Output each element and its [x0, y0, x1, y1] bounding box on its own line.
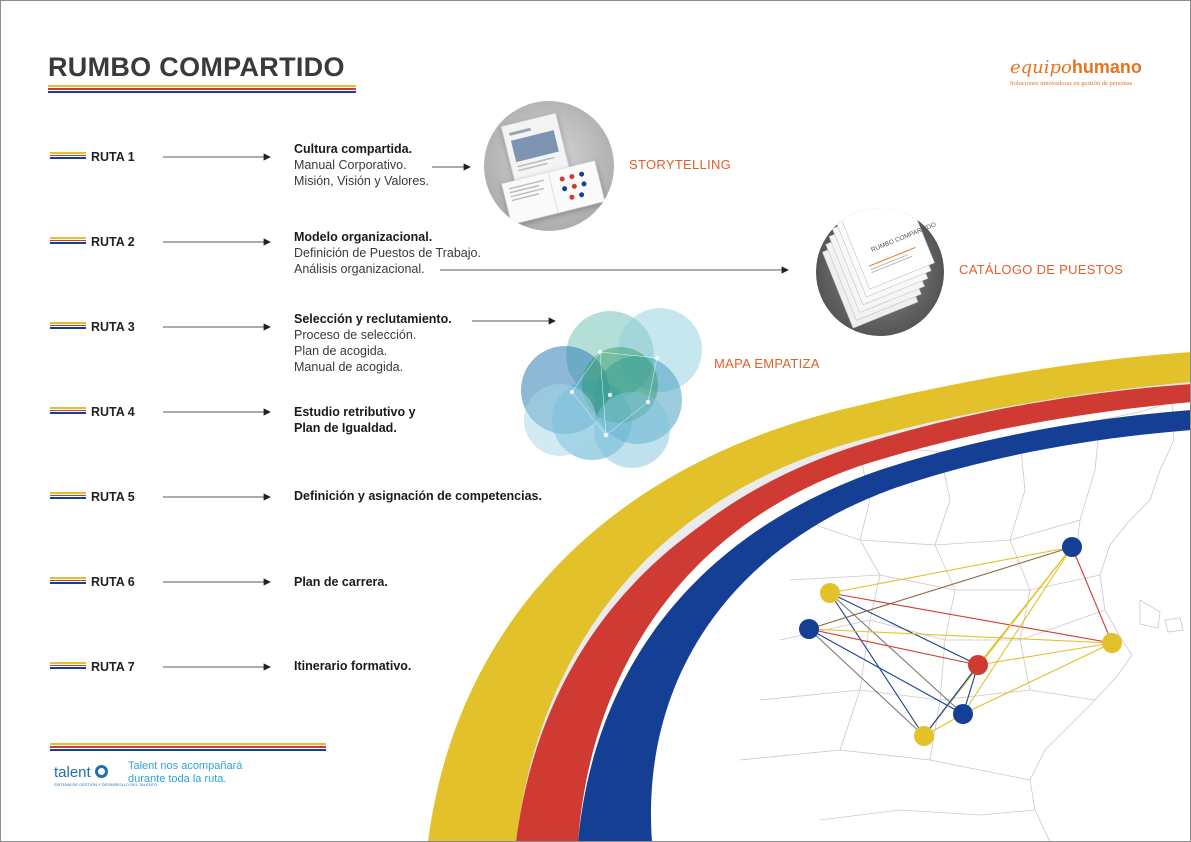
route-description-line: Cultura compartida.	[294, 142, 413, 156]
route-description-line: Selección y reclutamiento.	[294, 312, 452, 326]
mapa-empatiza-label: MAPA EMPATIZA	[714, 356, 820, 371]
equipo-humano-logo: equipohumano Soluciones innovadoras en g…	[1010, 57, 1142, 87]
route-description-line: Plan de Igualdad.	[294, 421, 397, 435]
node-yellow	[1102, 633, 1122, 653]
talent-message-line1: Talent nos acompañará	[128, 760, 243, 772]
node-yellow	[914, 726, 934, 746]
route-description: Itinerario formativo.	[294, 658, 411, 674]
node-yellow	[820, 583, 840, 603]
route-description: Cultura compartida. Manual Corporativo. Mi…	[294, 141, 429, 189]
logo-word-humano: humano	[1071, 57, 1142, 77]
route-label: RUTA 2	[91, 235, 135, 249]
route-description-line: Análisis organizacional.	[294, 262, 425, 276]
route-description: Modelo organizacional. Definición de Pues…	[294, 229, 481, 277]
route-description-line: Definición y asignación de competencias.	[294, 489, 542, 503]
route-stripes-icon	[50, 662, 86, 670]
title-underline-stripes	[48, 85, 356, 94]
talent-message: Talent nos acompañará durante toda la ru…	[128, 760, 242, 786]
route-label: RUTA 1	[91, 150, 135, 164]
rainbow-yellow	[428, 352, 1190, 841]
talent-logo: talent SISTEMA DE GESTIÓN Y DESARROLLO D…	[54, 764, 157, 787]
route-description-line: Itinerario formativo.	[294, 659, 412, 673]
route-description: Selección y reclutamiento. Proceso de sel…	[294, 311, 452, 375]
mapa-empatiza-image	[521, 308, 702, 468]
network-nodes	[799, 537, 1122, 746]
talent-ring-icon	[94, 765, 108, 778]
storytelling-image	[484, 101, 614, 231]
talent-message-line2: durante toda la ruta.	[128, 773, 227, 785]
page-title: RUMBO COMPARTIDO	[48, 52, 345, 82]
node-blue	[953, 704, 973, 724]
node-red	[968, 655, 988, 675]
route-description: Plan de carrera.	[294, 574, 388, 590]
route-description-line: Modelo organizacional.	[294, 230, 433, 244]
route-stripes-icon	[50, 577, 86, 585]
route-description-line: Manual Corporativo.	[294, 158, 407, 172]
route-stripes-icon	[50, 237, 86, 245]
route-label: RUTA 4	[91, 405, 135, 419]
node-blue	[799, 619, 819, 639]
route-label: RUTA 5	[91, 490, 135, 504]
route-description-line: Definición de Puestos de Trabajo.	[294, 246, 481, 260]
route-description-line: Plan de carrera.	[294, 575, 388, 589]
footer-stripes	[50, 743, 326, 752]
route-label: RUTA 6	[91, 575, 135, 589]
network-lines	[808, 546, 1113, 737]
route-stripes-icon	[50, 152, 86, 160]
catalogo-puestos-label: CATÁLOGO DE PUESTOS	[959, 262, 1124, 277]
rainbow-blue	[578, 410, 1190, 841]
route-stripes-icon	[50, 407, 86, 415]
route-stripes-icon	[50, 322, 86, 330]
route-stripes-icon	[50, 492, 86, 500]
rainbow-red-band	[520, 384, 1190, 841]
route-description-line: Misión, Visión y Valores.	[294, 174, 430, 188]
route-description-line: Estudio retributivo y	[294, 405, 416, 419]
rainbow-arcs	[428, 352, 1190, 841]
logo-word-equipo: equipo	[1010, 57, 1072, 78]
route-description-line: Plan de acogida.	[294, 344, 388, 358]
route-description: Estudio retributivo y Plan de Igualdad.	[294, 404, 416, 436]
storytelling-label: STORYTELLING	[629, 157, 732, 172]
route-label: RUTA 7	[91, 660, 135, 674]
talent-name: talent	[54, 764, 91, 781]
route-description-line: Manual de acogida.	[294, 360, 404, 374]
route-label: RUTA 3	[91, 320, 135, 334]
node-blue	[1062, 537, 1082, 557]
talent-tagline: SISTEMA DE GESTIÓN Y DESARROLLO DEL TALE…	[54, 782, 158, 787]
catalogo-image	[816, 208, 944, 336]
route-arrows	[163, 153, 789, 671]
route-description: Definición y asignación de competencias.	[294, 488, 542, 504]
route-description-line: Proceso de selección.	[294, 328, 417, 342]
logo-tagline: Soluciones innovadoras en gestión de per…	[1010, 80, 1133, 87]
